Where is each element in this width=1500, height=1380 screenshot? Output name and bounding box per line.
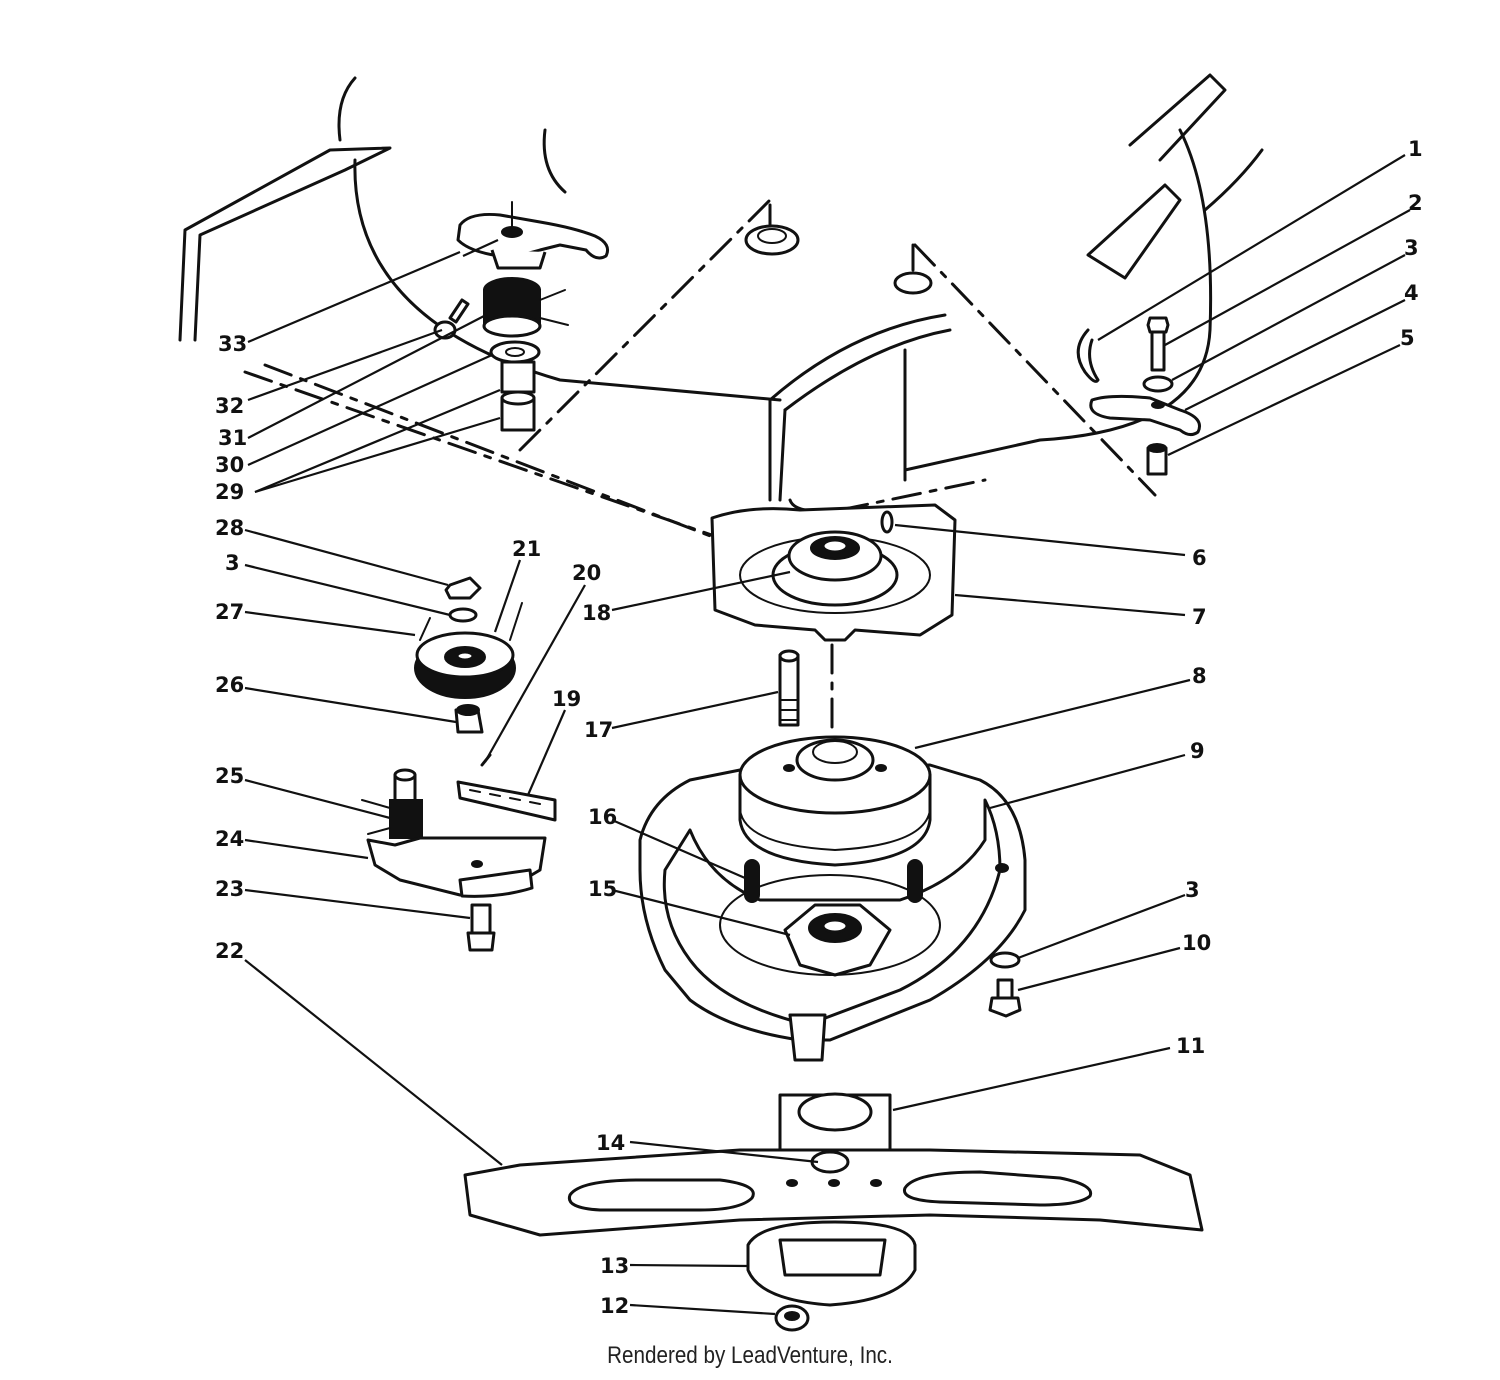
callout-16: 16 — [588, 805, 617, 829]
callout-32: 32 — [215, 394, 244, 418]
callout-31: 31 — [218, 426, 247, 450]
part-washer-3-left — [448, 607, 478, 623]
callout-3-left: 3 — [225, 551, 240, 575]
part-idler-arm-33 — [456, 201, 610, 270]
part-nut-12 — [774, 1304, 810, 1332]
part-bushing-26 — [454, 704, 484, 734]
callout-19: 19 — [552, 687, 581, 711]
callout-33: 33 — [218, 332, 247, 356]
callout-2: 2 — [1408, 191, 1423, 215]
callout-3: 3 — [1404, 236, 1419, 260]
callout-5: 5 — [1400, 326, 1415, 350]
callout-1: 1 — [1408, 137, 1423, 161]
leader-lines — [244, 154, 1411, 1316]
part-bearing-15 — [783, 903, 892, 977]
part-bracket-19 — [456, 780, 557, 822]
callout-27: 27 — [215, 600, 244, 624]
part-washer-30 — [489, 340, 541, 364]
callout-7: 7 — [1192, 605, 1207, 629]
callout-26: 26 — [215, 673, 244, 697]
part-washer-3 — [1142, 375, 1174, 393]
callout-12: 12 — [600, 1294, 629, 1318]
part-adapter-11 — [778, 1092, 892, 1152]
part-link-4 — [1089, 394, 1201, 437]
callout-9: 9 — [1190, 739, 1205, 763]
callout-6: 6 — [1192, 546, 1207, 570]
callout-4: 4 — [1404, 281, 1419, 305]
part-blade-22 — [463, 1148, 1204, 1237]
part-retainer-13 — [746, 1220, 917, 1307]
part-bolt-10 — [988, 978, 1022, 1018]
callout-29: 29 — [215, 480, 244, 504]
callout-3-right: 3 — [1185, 878, 1200, 902]
callout-21: 21 — [512, 537, 541, 561]
part-washer-3-right — [989, 951, 1021, 969]
part-nut-28 — [444, 576, 482, 600]
part-idler-pulley-27 — [414, 631, 516, 699]
part-bolt-23 — [466, 903, 496, 952]
callout-22: 22 — [215, 939, 244, 963]
part-idler-stud-25 — [361, 768, 423, 839]
part-clutch-8 — [738, 735, 932, 867]
part-spring-32 — [482, 277, 569, 338]
callout-23: 23 — [215, 877, 244, 901]
callout-17: 17 — [584, 718, 613, 742]
callout-15: 15 — [588, 877, 617, 901]
part-belt-guide-21 — [419, 602, 523, 641]
callout-28: 28 — [215, 516, 244, 540]
callout-25: 25 — [215, 764, 244, 788]
callout-14: 14 — [596, 1131, 625, 1155]
callout-18: 18 — [582, 601, 611, 625]
callout-30: 30 — [215, 453, 244, 477]
mower-deck-outline — [178, 73, 1264, 557]
part-pin-17 — [778, 649, 800, 727]
callout-20: 20 — [572, 561, 601, 585]
part-clip-1 — [1076, 328, 1100, 383]
callout-10: 10 — [1182, 931, 1211, 955]
part-spacer-5 — [1146, 443, 1168, 476]
callout-11: 11 — [1176, 1034, 1205, 1058]
part-spacer-16 — [744, 859, 923, 903]
part-bracket-24 — [366, 836, 547, 898]
callout-labels: 1 2 3 4 5 6 7 8 9 3 10 11 12 13 14 15 16… — [215, 137, 1423, 1318]
part-bolt-2 — [1146, 316, 1170, 372]
callout-24: 24 — [215, 827, 244, 851]
callout-8: 8 — [1192, 664, 1207, 688]
part-bushing-29 — [500, 360, 536, 432]
part-cotter-6 — [880, 510, 894, 534]
footer-credit: Rendered by LeadVenture, Inc. — [607, 1342, 893, 1369]
callout-13: 13 — [600, 1254, 629, 1278]
